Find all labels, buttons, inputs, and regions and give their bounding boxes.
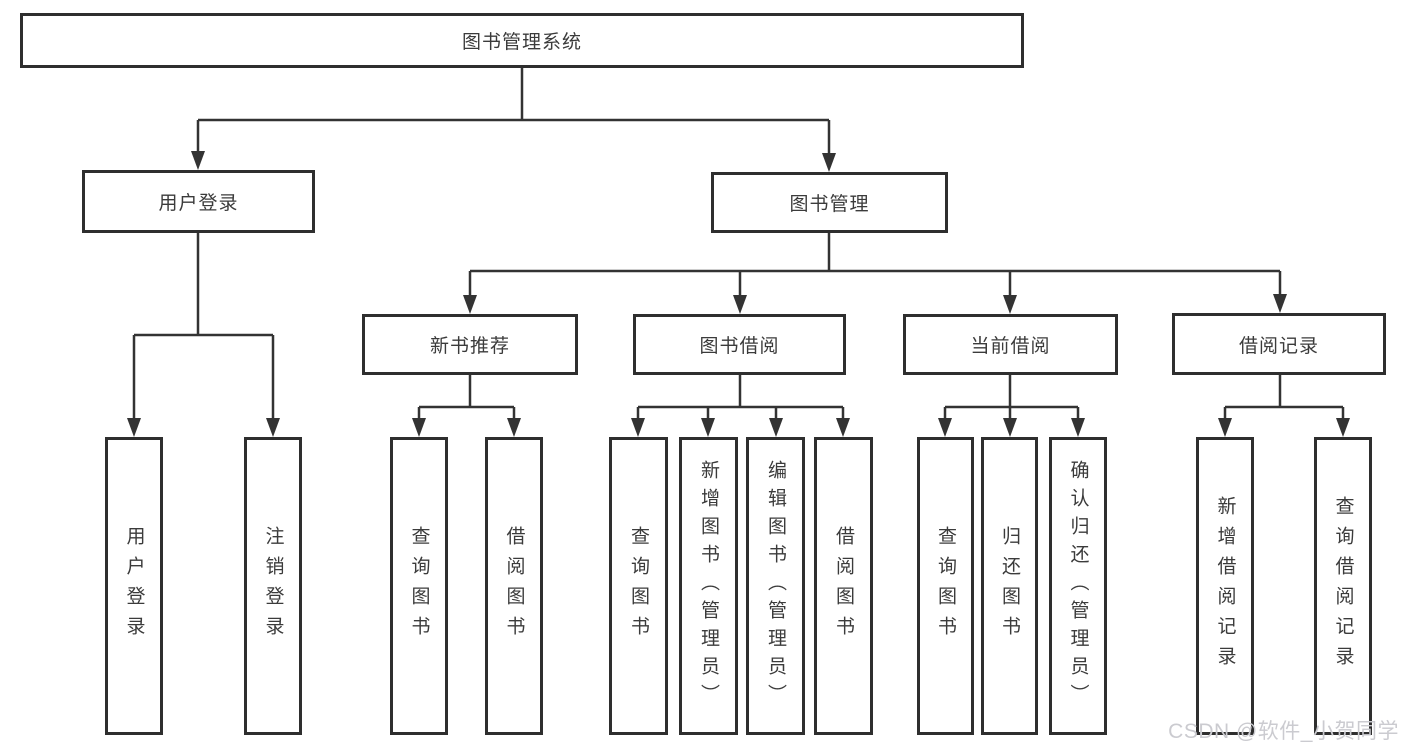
csdn-watermark: CSDN @软件_小贺同学 xyxy=(1168,720,1399,743)
leaf-confirm-return-admin-label: 确认归还（管理员） xyxy=(1067,460,1089,712)
node-borrow-records-label: 借阅记录 xyxy=(1238,335,1319,357)
connector-userlogin-to-leaves xyxy=(132,233,275,425)
connector-bookmgmt-to-level3 xyxy=(468,233,1282,302)
node-book-management-label: 图书管理 xyxy=(789,194,870,215)
leaf-borrow-books-borrowing: 借阅图书 xyxy=(814,437,873,735)
leaf-add-borrow-record-label: 新增借阅记录 xyxy=(1214,496,1236,676)
leaf-query-books-borrowing-label: 查询图书 xyxy=(628,526,649,646)
arrowheads xyxy=(127,151,1350,437)
leaf-borrow-books-recommend: 借阅图书 xyxy=(485,437,543,735)
leaf-borrow-books-recommend-label: 借阅图书 xyxy=(503,526,525,646)
node-user-login-branch-label: 用户登录 xyxy=(158,193,239,214)
leaf-query-borrow-record-label: 查询借阅记录 xyxy=(1332,496,1354,676)
node-user-login-branch: 用户登录 xyxy=(82,170,315,233)
node-book-management: 图书管理 xyxy=(711,172,948,233)
connector-borrowing-to-leaves xyxy=(636,375,845,425)
node-root: 图书管理系统 xyxy=(20,13,1024,68)
leaf-user-login: 用户登录 xyxy=(105,437,163,735)
leaf-user-login-label: 用户登录 xyxy=(123,526,145,646)
connector-records-to-leaves xyxy=(1223,375,1345,425)
leaf-query-books-recommend-label: 查询图书 xyxy=(408,526,430,646)
leaf-edit-book-admin-label: 编辑图书（管理员） xyxy=(765,460,786,712)
node-book-borrowing-label: 图书借阅 xyxy=(699,336,780,357)
leaf-return-book: 归还图书 xyxy=(981,437,1038,735)
node-root-label: 图书管理系统 xyxy=(461,32,582,53)
leaf-logout-label: 注销登录 xyxy=(262,526,284,646)
leaf-logout: 注销登录 xyxy=(244,437,302,735)
leaf-return-book-label: 归还图书 xyxy=(999,526,1020,646)
leaf-add-book-admin-label: 新增图书（管理员） xyxy=(698,460,719,712)
node-new-book-recommend: 新书推荐 xyxy=(362,314,578,375)
node-current-borrowing-label: 当前借阅 xyxy=(970,336,1051,357)
leaf-edit-book-admin: 编辑图书（管理员） xyxy=(746,437,805,735)
node-new-book-recommend-label: 新书推荐 xyxy=(429,336,510,357)
node-book-borrowing: 图书借阅 xyxy=(633,314,846,375)
leaf-borrow-books-borrowing-label: 借阅图书 xyxy=(833,526,854,646)
connector-current-to-leaves xyxy=(943,375,1080,425)
node-current-borrowing: 当前借阅 xyxy=(903,314,1118,375)
leaf-query-books-current-label: 查询图书 xyxy=(935,526,956,646)
node-borrow-records: 借阅记录 xyxy=(1172,313,1386,375)
leaf-confirm-return-admin: 确认归还（管理员） xyxy=(1049,437,1107,735)
leaf-query-books-recommend: 查询图书 xyxy=(390,437,448,735)
connector-root-to-level2 xyxy=(196,68,831,160)
leaf-add-borrow-record: 新增借阅记录 xyxy=(1196,437,1254,735)
connector-recommend-to-leaves xyxy=(417,375,516,425)
leaf-query-borrow-record: 查询借阅记录 xyxy=(1314,437,1372,735)
leaf-query-books-current: 查询图书 xyxy=(917,437,974,735)
leaf-add-book-admin: 新增图书（管理员） xyxy=(679,437,738,735)
leaf-query-books-borrowing: 查询图书 xyxy=(609,437,668,735)
